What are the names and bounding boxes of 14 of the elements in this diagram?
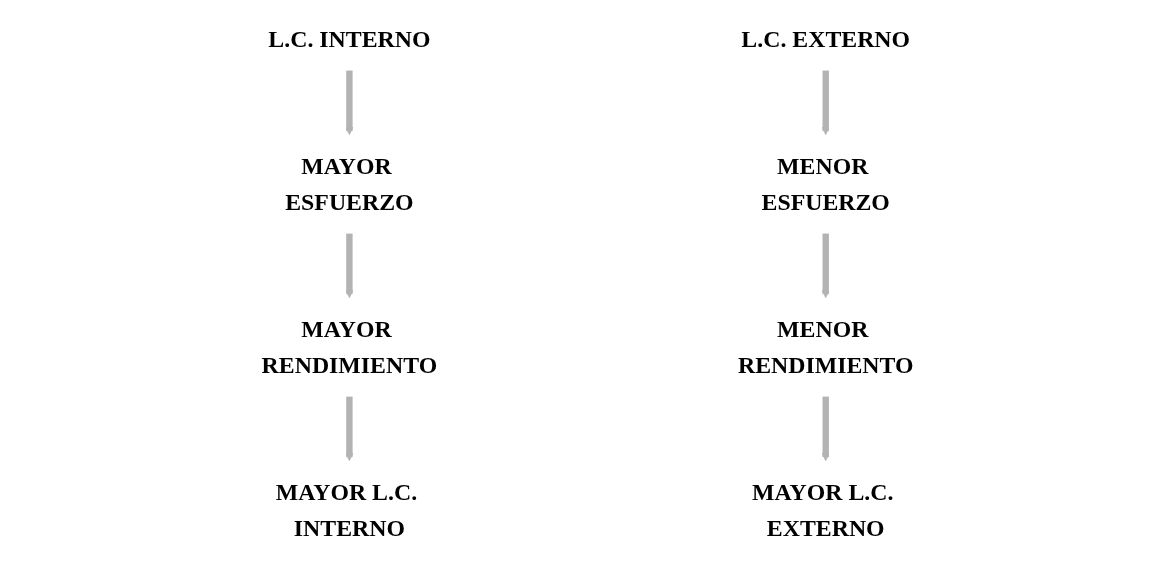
arrow <box>345 233 354 299</box>
arrow <box>821 70 830 135</box>
node-text: L.C. INTERNO <box>268 25 431 53</box>
arrow <box>345 396 354 462</box>
node-text: L.C. EXTERNO <box>741 25 911 53</box>
arrow <box>821 233 830 299</box>
arrow <box>821 396 830 462</box>
node-text: MAYOR ESFUERZO <box>285 152 414 216</box>
arrow <box>345 70 354 135</box>
node-text: MENOR ESFUERZO <box>761 152 890 216</box>
node-text: MAYOR L.C. EXTERNO <box>751 479 894 542</box>
node-text: MAYOR L.C. INTERNO <box>275 479 418 542</box>
node-text: MENOR RENDIMIENTO <box>737 316 914 379</box>
node-text: MAYOR RENDIMIENTO <box>261 316 438 379</box>
